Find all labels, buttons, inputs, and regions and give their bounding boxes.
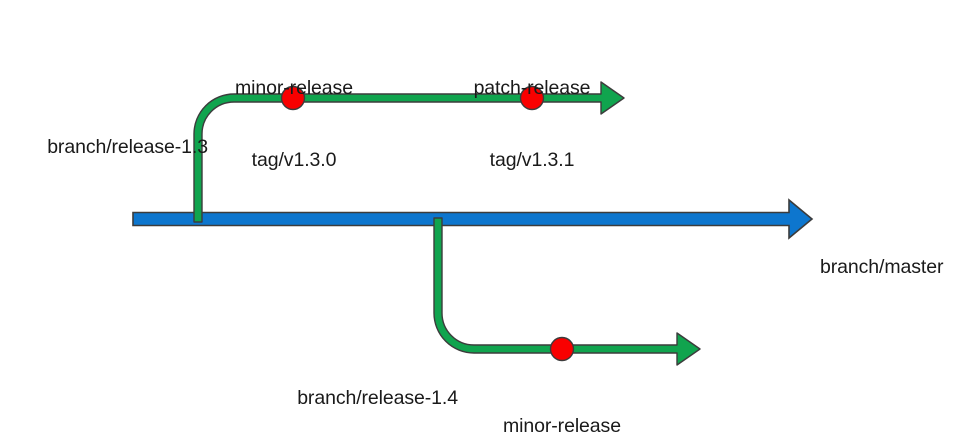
branch-label-master: branch/master <box>820 207 978 327</box>
tag-label-v130-kind: minor-release <box>235 77 353 99</box>
tag-label-v130-name: tag/v1.3.0 <box>251 149 337 171</box>
master-branch-line <box>132 198 814 240</box>
tag-label-v131: patch-release tag/v1.3.1 <box>452 28 612 220</box>
tag-label-v130: minor-release tag/v1.3.0 <box>214 28 374 220</box>
tag-label-v131-name: tag/v1.3.1 <box>489 149 575 171</box>
branch-label-release-14-text: branch/release-1.4 <box>297 387 458 409</box>
branch-label-master-text: branch/master <box>820 256 944 278</box>
tag-marker-v140[interactable] <box>549 336 575 362</box>
tag-label-v140: minor-release tag/v1.4.0 <box>482 366 642 442</box>
branch-label-release-13-text: branch/release-1.3 <box>47 136 208 158</box>
tag-marker-v131[interactable] <box>519 85 545 111</box>
release-14-branch-line <box>433 217 701 366</box>
tag-label-v140-kind: minor-release <box>503 415 621 437</box>
branch-label-release-14: branch/release-1.4 <box>262 338 458 442</box>
tag-label-v131-kind: patch-release <box>473 77 591 99</box>
branch-label-release-13: branch/release-1.3 <box>16 87 208 207</box>
release-13-branch-line <box>193 81 625 223</box>
tag-marker-v130[interactable] <box>280 85 306 111</box>
